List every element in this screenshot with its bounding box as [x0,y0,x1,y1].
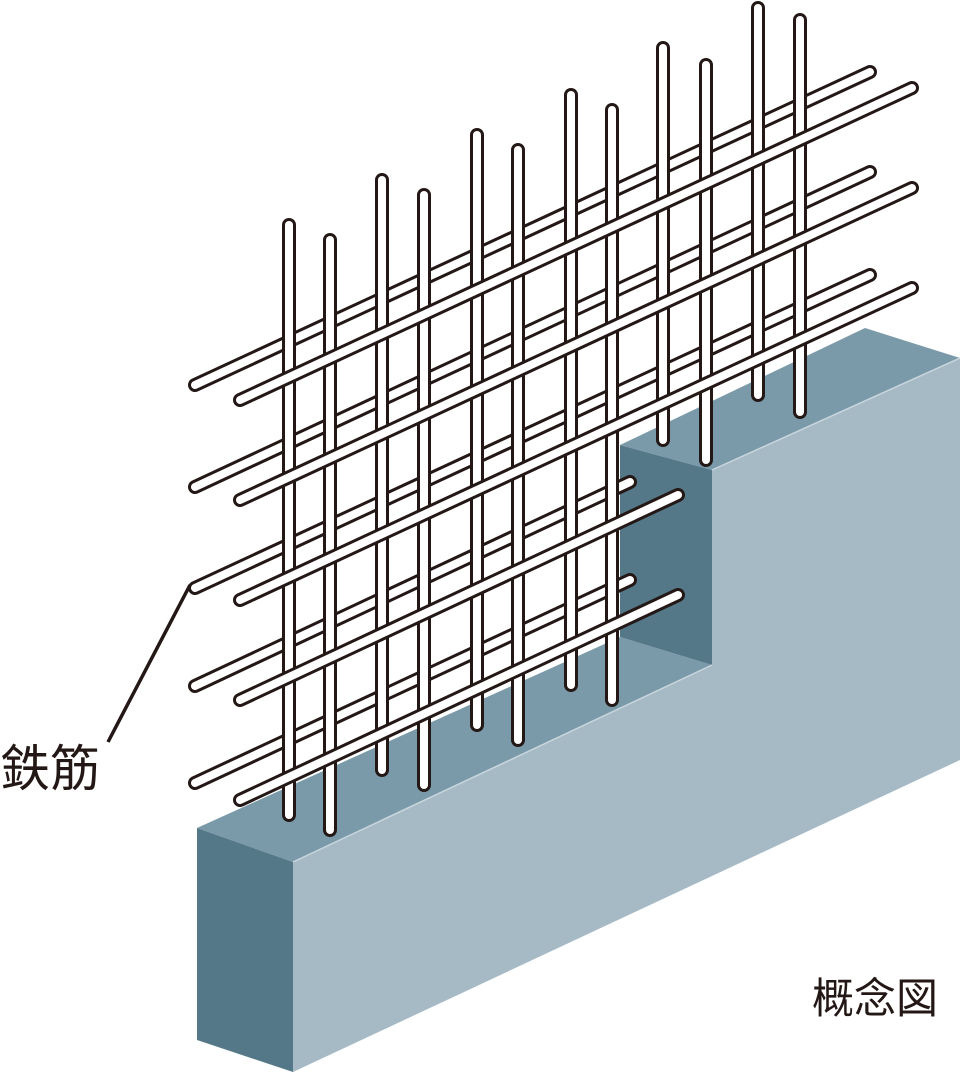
horizontal-rebar-front [233,181,919,507]
concept-diagram-label: 概念図 [812,974,939,1023]
rebar-grid [188,1,919,837]
rebar-label: 鉄筋 [0,740,100,798]
wall-front-face [293,358,960,1072]
wall-end-face [197,828,293,1072]
horizontal-rebar-back [188,475,637,693]
horizontal-rebar-back [188,573,637,790]
horizontal-rebar-front [233,281,919,607]
rebar-leader-line [106,584,192,743]
horizontal-rebar-back [188,65,877,392]
horizontal-rebar-front [233,588,685,807]
horizontal-rebar-front [233,81,919,407]
horizontal-rebar-front [233,488,685,707]
